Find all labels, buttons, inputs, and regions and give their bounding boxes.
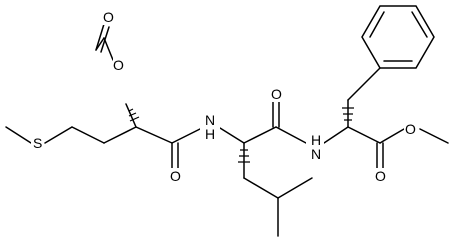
bond-c-amide2-n2: [275, 126, 307, 144]
bond-calpha3-c-ester: [347, 126, 381, 144]
hash-calpha1: [128, 108, 140, 122]
stereo-hash-bonds: [128, 107, 354, 163]
bond-formyl-c-o-double: [95, 23, 105, 51]
bond-cbeta-phenyl: [347, 67, 381, 101]
hash-calpha3: [342, 107, 354, 121]
bond-cbeta-cgamma: [243, 177, 279, 199]
phenyl-inner-bond-3: [369, 11, 385, 38]
atom-labels: O O S O N H O H N O O: [31, 9, 418, 184]
atom-o-amide2: O: [271, 86, 282, 102]
atom-n2: N: [311, 146, 321, 162]
atom-o-carbonyl-ester: O: [375, 168, 386, 184]
bond-methyl-s: [5, 126, 32, 144]
atom-h-n1: H: [205, 126, 215, 142]
bond-ch2-ch2: [71, 126, 105, 144]
atom-o-methoxy: O: [405, 121, 416, 137]
bond-ch2-calpha1: [103, 126, 137, 144]
phenyl-ring: [361, 5, 435, 69]
bond-lines: [5, 5, 449, 237]
atom-o-formyl: O: [103, 9, 114, 25]
bond-calpha2-c-amide2: [243, 126, 277, 144]
atom-s: S: [33, 135, 42, 151]
bond-omethoxy-ch3: [419, 128, 449, 144]
bond-formyl-c-o-ester: [103, 37, 114, 61]
bond-calpha1-c-amide1: [135, 126, 173, 144]
phenyl-inner-bond-2: [411, 11, 428, 38]
atom-o-amide1: O: [170, 168, 181, 184]
bond-c-ester-omethoxy: [379, 128, 405, 144]
atom-n1: N: [205, 112, 215, 128]
atom-h-n2: H: [311, 132, 321, 148]
atom-o-ester-link: O: [113, 57, 124, 73]
bond-n2-calpha3: [323, 126, 349, 144]
hash-calpha2: [238, 149, 250, 163]
bond-n1-calpha2: [219, 127, 245, 144]
bond-cgamma-cdelta1: [277, 177, 313, 199]
bond-formyl-c-o-double-2: [100, 26, 110, 53]
bond-c-amide1-n: [171, 127, 203, 144]
bond-s-ch2: [44, 126, 73, 144]
